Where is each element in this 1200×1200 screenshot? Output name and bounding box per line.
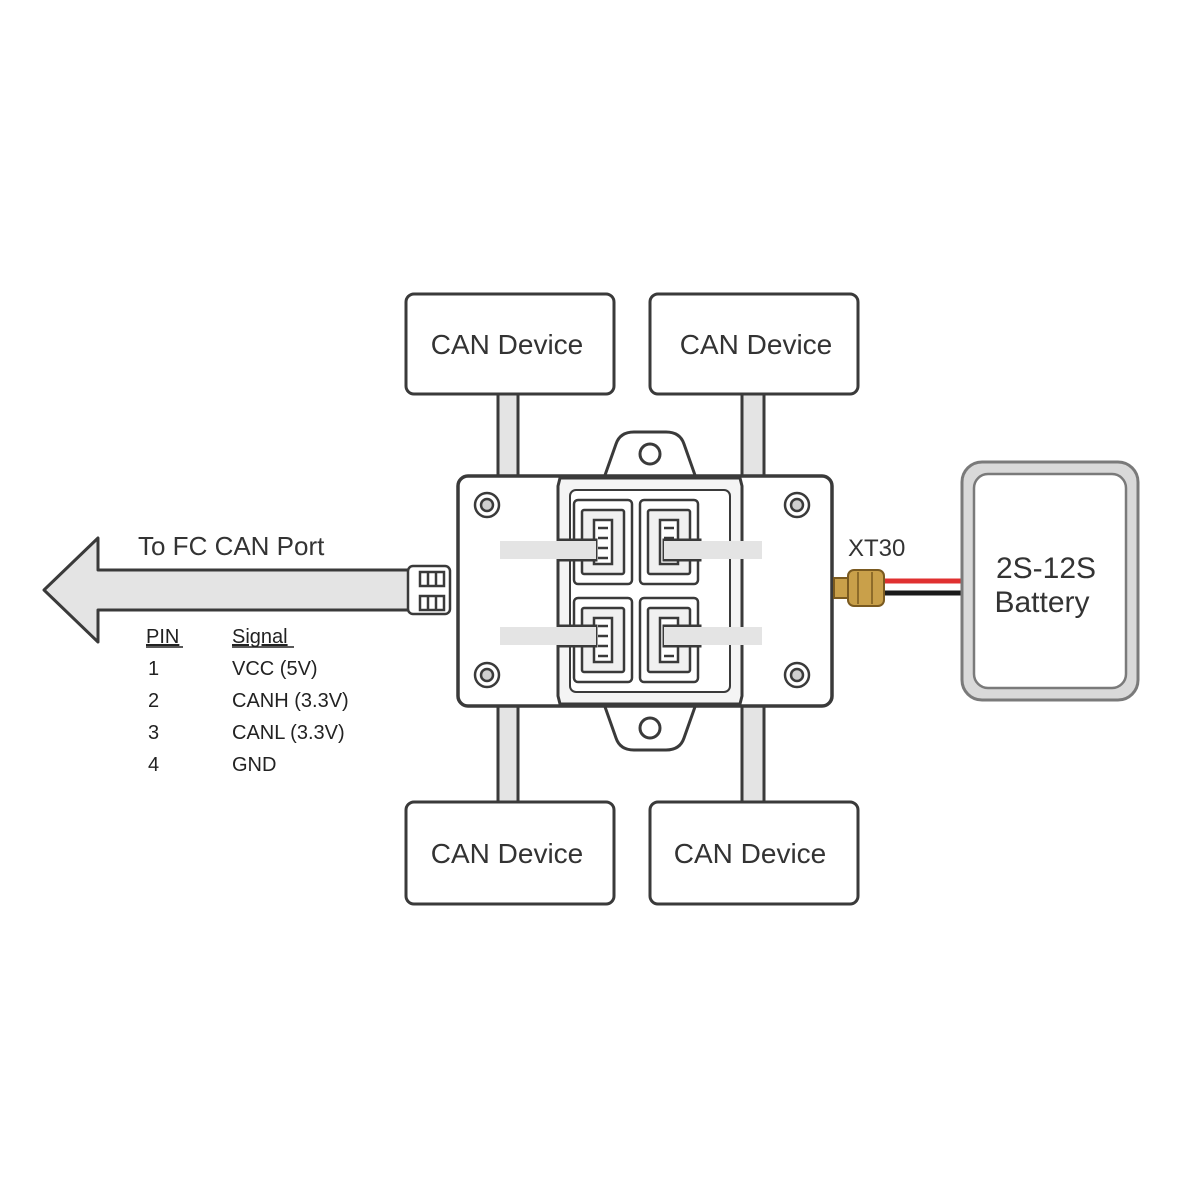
pin-number: 4 (148, 754, 159, 776)
pin-signal: CANH (3.3V) (232, 690, 349, 712)
pin-signal: VCC (5V) (232, 658, 318, 680)
hub-screws (473, 491, 811, 689)
fc-cable-connector (406, 564, 452, 616)
can-device-bottom-right: CAN Device (648, 800, 860, 906)
mounting-hole-bottom (638, 716, 662, 740)
pin-table: PIN Signal 1 VCC (5V) 2 CANH (3.3V) 3 CA… (146, 626, 349, 776)
can-device-bottom-left: CAN Device (404, 800, 616, 906)
xt30-label: XT30 (848, 535, 905, 562)
can-device-label: CAN Device (431, 838, 583, 869)
can-device-top-right: CAN Device (648, 292, 860, 396)
pin-number: 2 (148, 690, 159, 712)
pin-number: 3 (148, 722, 159, 744)
battery-box: 2S-12S Battery (960, 460, 1140, 702)
battery-label-line2: Battery (994, 586, 1089, 619)
mounting-hole-top (638, 442, 662, 466)
pin-signal: GND (232, 754, 276, 776)
fc-port-label: To FC CAN Port (138, 531, 325, 561)
battery-label-line1: 2S-12S (996, 552, 1096, 585)
can-device-label: CAN Device (431, 329, 583, 360)
signal-header: Signal (232, 626, 288, 648)
can-device-top-left: CAN Device (404, 292, 616, 396)
pin-number: 1 (148, 658, 159, 680)
can-device-label: CAN Device (674, 838, 826, 869)
can-hub (456, 430, 834, 752)
pin-header: PIN (146, 626, 179, 648)
xt30-connector (833, 569, 962, 607)
pin-signal: CANL (3.3V) (232, 722, 345, 744)
can-device-label: CAN Device (680, 329, 832, 360)
